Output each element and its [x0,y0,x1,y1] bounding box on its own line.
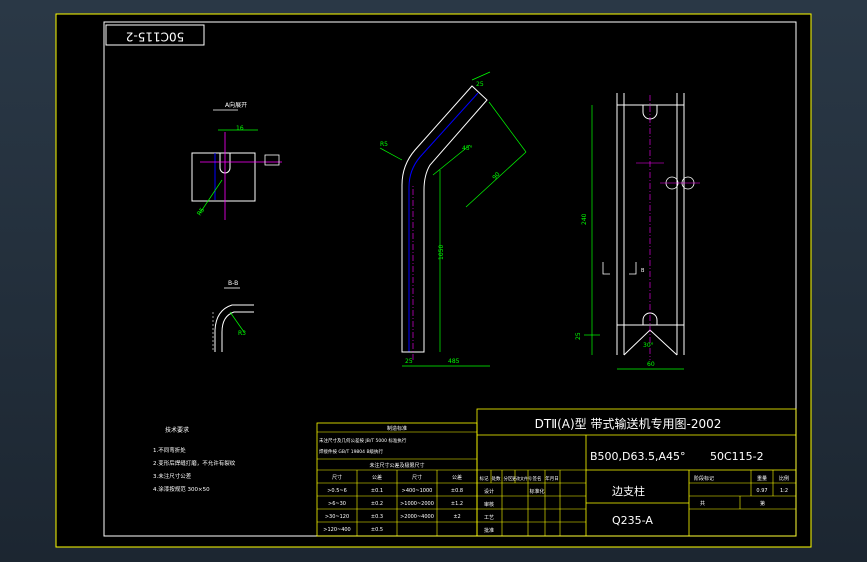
notes-title: 技术要求 [165,426,189,434]
tol-cell: >2000~4000 [400,514,434,520]
side-view: 240 60 25 30° B [575,93,700,370]
tol-col-2: 公差 [372,474,382,481]
spec-text: B500,D63.5,A45° [590,450,686,463]
tol-col-3: 尺寸 [412,474,422,481]
main-bent-view: 45° 90 1050 R5 25 25 485 [379,71,527,367]
sign-col: 处数 [492,475,501,482]
dim-45deg: 45° [462,145,473,152]
dim-485: 485 [448,358,460,365]
scale-label: 比例 [779,475,789,482]
dim-1050: 1050 [438,245,445,260]
tol-cell: >1000~2000 [400,501,434,507]
dim-16: 16 [236,125,244,132]
tol-cell: >6~30 [328,501,346,507]
title-block: DTⅡ(A)型 带式输送机专用图-2002 B500,D63.5,A45° 50… [476,408,797,537]
sign-row: 工艺 [484,515,494,521]
std-label: 标准化 [529,488,544,495]
dim-60: 60 [647,361,655,368]
dim-r5-main: R5 [380,141,388,148]
tol-header: 制造标准 [387,425,407,432]
sign-row: 设计 [484,488,494,495]
technical-notes: 技术要求 1.不同弯折处 2.变形后焊缝打磨，不允许有裂纹 3.未注尺寸公差 4… [153,426,236,493]
tol-cell: ±0.5 [371,527,383,533]
note-line-4: 4.涂漆按规范 300×50 [153,485,210,493]
main-title: DTⅡ(A)型 带式输送机专用图-2002 [535,416,722,431]
dim-r3: R3 [238,330,246,337]
weight-label: 重量 [757,475,767,482]
dim-25-bottom: 25 [405,358,413,365]
dim-30deg: 30° [643,342,654,349]
tol-cell: >120~400 [323,527,350,533]
note-line-2: 2.变形后焊缝打磨，不允许有裂纹 [153,459,236,467]
tol-cell: ±0.1 [371,488,383,494]
sign-row: 审核 [484,501,494,508]
tol-cell: ±1.2 [451,501,463,507]
sheet-no: 第 [760,500,765,507]
note-line-3: 3.未注尺寸公差 [153,472,192,480]
tol-cell: ±0.8 [451,488,463,494]
tol-cell: ±0.3 [371,514,383,520]
tol-line-2: 焊接件按 GB/T 19804 B级执行 [319,448,384,455]
dim-r5: R5 [196,206,206,217]
dim-90: 90 [491,171,501,181]
drawing-number-box: 50C115-2 [105,24,205,46]
dim-25-top: 25 [476,81,484,88]
material: Q235-A [612,514,653,527]
tol-col-1: 尺寸 [332,474,342,481]
sheet-total: 共 [700,500,705,507]
tol-line-1: 未注尺寸及几何公差按 JB/T 5000 标准执行 [319,437,407,444]
section-a-view: A向展开 16 R5 [191,101,282,220]
tol-cell: >0.5~6 [327,488,347,494]
sign-col: 分区 [504,475,513,482]
tol-cell: >400~1000 [402,488,433,494]
sign-col: 签名 [533,475,542,482]
drawing-number-text: 50C115-2 [126,30,185,44]
tol-cell: ±2 [453,514,460,520]
part-name: 边支柱 [612,484,645,498]
drawing-no: 50C115-2 [710,450,764,463]
note-line-1: 1.不同弯折处 [153,446,186,454]
weight-value: 0.97 [756,488,767,494]
sign-col: 标记 [480,475,489,482]
dim-240: 240 [581,213,588,225]
dim-25-side: 25 [575,332,582,340]
sign-col: 更改文件号 [512,475,532,481]
section-mark-b: B [641,268,645,274]
scale-value: 1:2 [780,488,788,494]
sign-row: 批准 [484,527,494,534]
tol-col-4: 公差 [452,474,462,481]
stage-label: 阶段标记 [694,475,714,482]
section-b-label: B-B [228,280,238,287]
outer-border [55,13,812,548]
tol-cell: ±0.2 [371,501,383,507]
tolerance-table: 制造标准 未注尺寸及几何公差按 JB/T 5000 标准执行 焊接件按 GB/T… [316,422,478,537]
tol-subheader: 未注尺寸公差及极限尺寸 [369,462,424,469]
section-b-view: B-B R3 [212,280,254,352]
tol-cell: >30~120 [325,514,349,520]
sign-col: 年月日 [545,475,559,482]
section-a-label: A向展开 [225,101,247,109]
